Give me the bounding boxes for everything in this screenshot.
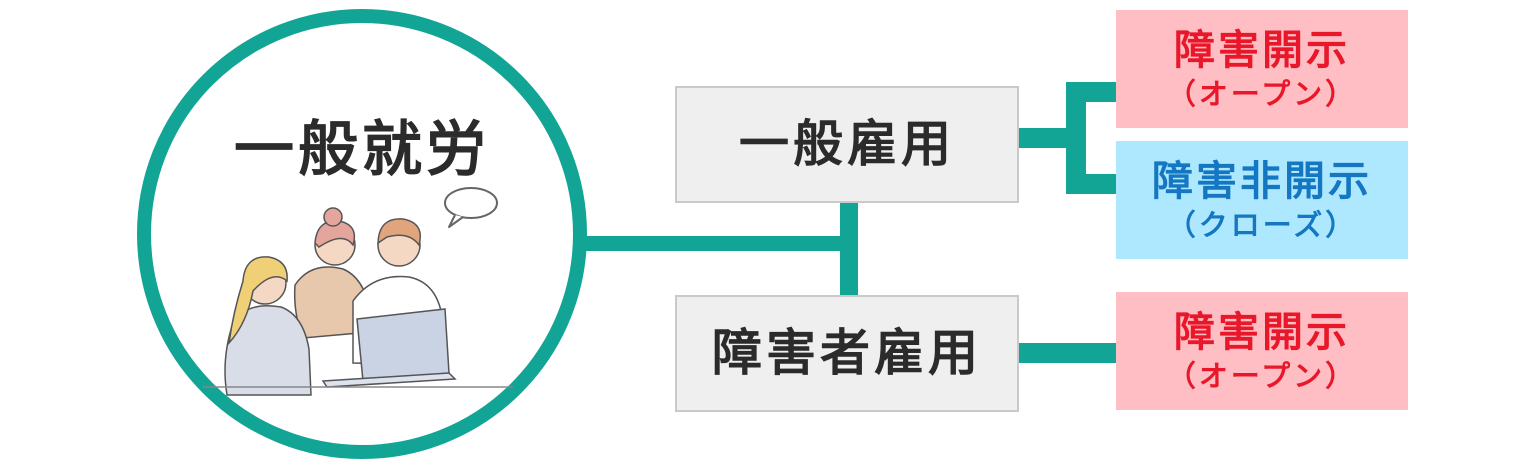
disability-employment-label: 障害者雇用 — [712, 323, 982, 382]
connector-to-nondisclose — [1066, 174, 1118, 194]
disclose-top-box: 障害開示 （オープン） — [1116, 10, 1408, 128]
connector-general-bracket-vertical — [1066, 82, 1086, 194]
disability-employment-box: 障害者雇用 — [675, 295, 1019, 412]
speech-bubble-icon — [444, 187, 498, 228]
person-center — [293, 207, 372, 339]
general-work-circle: 一般就労 — [137, 9, 587, 459]
general-employment-label: 一般雇用 — [739, 114, 955, 173]
disclose-bottom-title: 障害開示 — [1174, 307, 1350, 356]
connector-disability-out — [1016, 343, 1118, 363]
connector-general-out — [1016, 128, 1076, 148]
people-at-laptop-illustration — [203, 187, 513, 396]
disclose-top-title: 障害開示 — [1174, 25, 1350, 74]
disclose-bottom-subtitle: （オープン） — [1166, 358, 1358, 393]
person-left — [224, 256, 312, 396]
connector-trunk-vertical — [840, 199, 858, 299]
laptop-icon — [321, 308, 457, 388]
circle-title: 一般就労 — [234, 115, 490, 185]
connector-to-disclose-top — [1066, 82, 1118, 102]
general-employment-box: 一般雇用 — [675, 86, 1019, 203]
nondisclose-box: 障害非開示 （クローズ） — [1116, 141, 1408, 259]
disclose-bottom-box: 障害開示 （オープン） — [1116, 292, 1408, 410]
nondisclose-subtitle: （クローズ） — [1166, 207, 1358, 242]
nondisclose-title: 障害非開示 — [1152, 156, 1372, 205]
disclose-top-subtitle: （オープン） — [1166, 76, 1358, 111]
connector-circle-to-trunk — [580, 236, 850, 251]
